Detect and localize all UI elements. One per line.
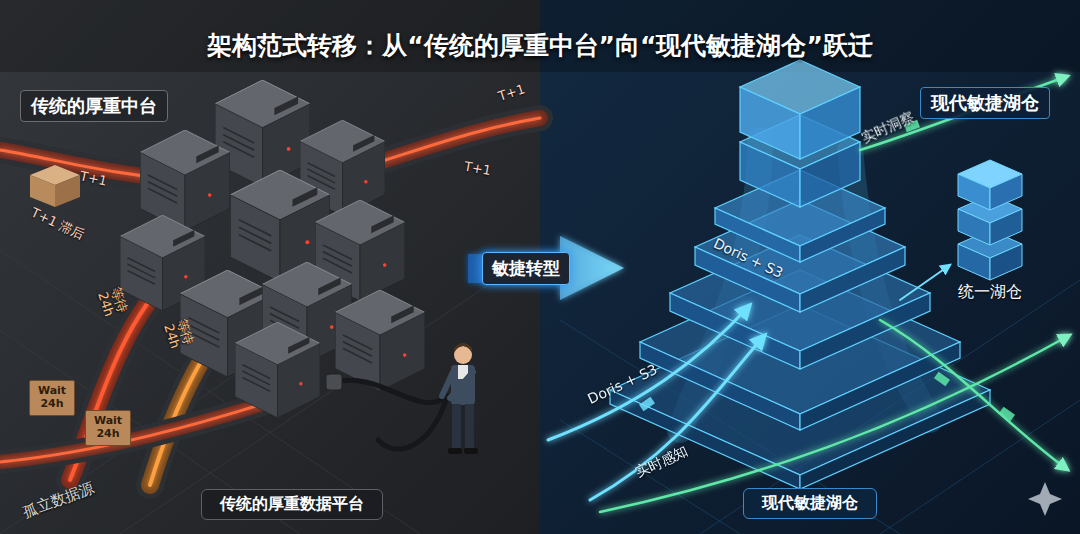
data-flow	[600, 335, 1070, 512]
transition-box: 敏捷转型	[482, 252, 570, 285]
data-pipe	[360, 118, 540, 168]
server-cube	[120, 80, 425, 418]
data-packet	[639, 397, 655, 412]
node-text: 传统的厚重中台	[31, 94, 157, 118]
lake-cube-stack	[990, 209, 1022, 245]
background	[0, 0, 1080, 72]
sparkle	[1028, 482, 1062, 516]
lakehouse-layer	[800, 247, 905, 312]
node-text: 现代敏捷湖仓	[762, 493, 858, 514]
hose	[326, 374, 342, 390]
transform-arrow	[468, 236, 624, 300]
data-flow	[880, 320, 1068, 470]
node-text: Wait 24h	[88, 415, 128, 440]
sparkle	[1028, 482, 1062, 516]
panel-tag: 现代敏捷湖仓	[920, 87, 1050, 119]
panel-tag: 传统的厚重中台	[20, 90, 168, 122]
node-text: 敏捷转型	[492, 257, 560, 280]
data-flow	[548, 76, 1070, 512]
server-cube	[140, 130, 230, 231]
data-pipe	[360, 118, 540, 168]
data-flow	[860, 76, 1068, 150]
platform-bar: 现代敏捷湖仓	[743, 488, 877, 519]
worker-figure	[442, 372, 473, 398]
lake-cube-stack	[958, 160, 1022, 280]
cargo-box: Wait 24h	[29, 380, 75, 415]
server-cube	[235, 322, 320, 418]
data-packet	[934, 372, 950, 387]
worker-figure	[442, 343, 478, 454]
diagram-title: 架构范式转移：从“传统的厚重中台”向“现代敏捷湖仓”跃迁	[207, 29, 873, 62]
lake-cube-stack	[990, 174, 1022, 210]
lakehouse-layer	[800, 208, 885, 262]
data-pipe	[360, 118, 540, 168]
node-text: Wait 24h	[32, 385, 72, 410]
data-flow	[548, 305, 750, 440]
server-cube	[230, 170, 330, 282]
background	[0, 0, 540, 534]
lake-cube-stack	[958, 174, 990, 210]
hose	[335, 380, 448, 402]
worker-figure	[448, 448, 462, 454]
floor-grid	[0, 250, 540, 534]
node-text: 传统的厚重数据平台	[220, 494, 364, 515]
cardboard-box	[55, 175, 80, 207]
worker-figure	[452, 404, 461, 450]
data-packet	[639, 120, 1015, 421]
lakehouse-layer	[670, 293, 800, 369]
worker-figure	[464, 448, 478, 454]
lakehouse-layer	[800, 293, 930, 369]
data-flow	[900, 265, 950, 300]
lakehouse-layer	[800, 87, 860, 159]
cargo-box: Wait 24h	[85, 410, 131, 445]
lake-cube-stack	[958, 209, 990, 245]
worker-figure	[465, 404, 474, 450]
hose	[326, 374, 448, 449]
lake-cube-stack	[990, 244, 1022, 280]
lake-cube-stack	[958, 244, 990, 280]
transform-arrow	[468, 236, 624, 300]
hose	[378, 400, 446, 449]
data-packet	[999, 407, 1015, 422]
cardboard-box	[30, 165, 80, 207]
lakehouse-label: 统一湖仓	[958, 282, 1022, 303]
cardboard-box	[30, 175, 55, 207]
platform-bar: 传统的厚重数据平台	[201, 489, 383, 520]
lakehouse-layer	[740, 87, 800, 159]
server-cube	[335, 290, 425, 391]
worker-figure	[454, 343, 472, 352]
data-flow	[590, 335, 765, 500]
node-text: 现代敏捷湖仓	[931, 91, 1039, 115]
